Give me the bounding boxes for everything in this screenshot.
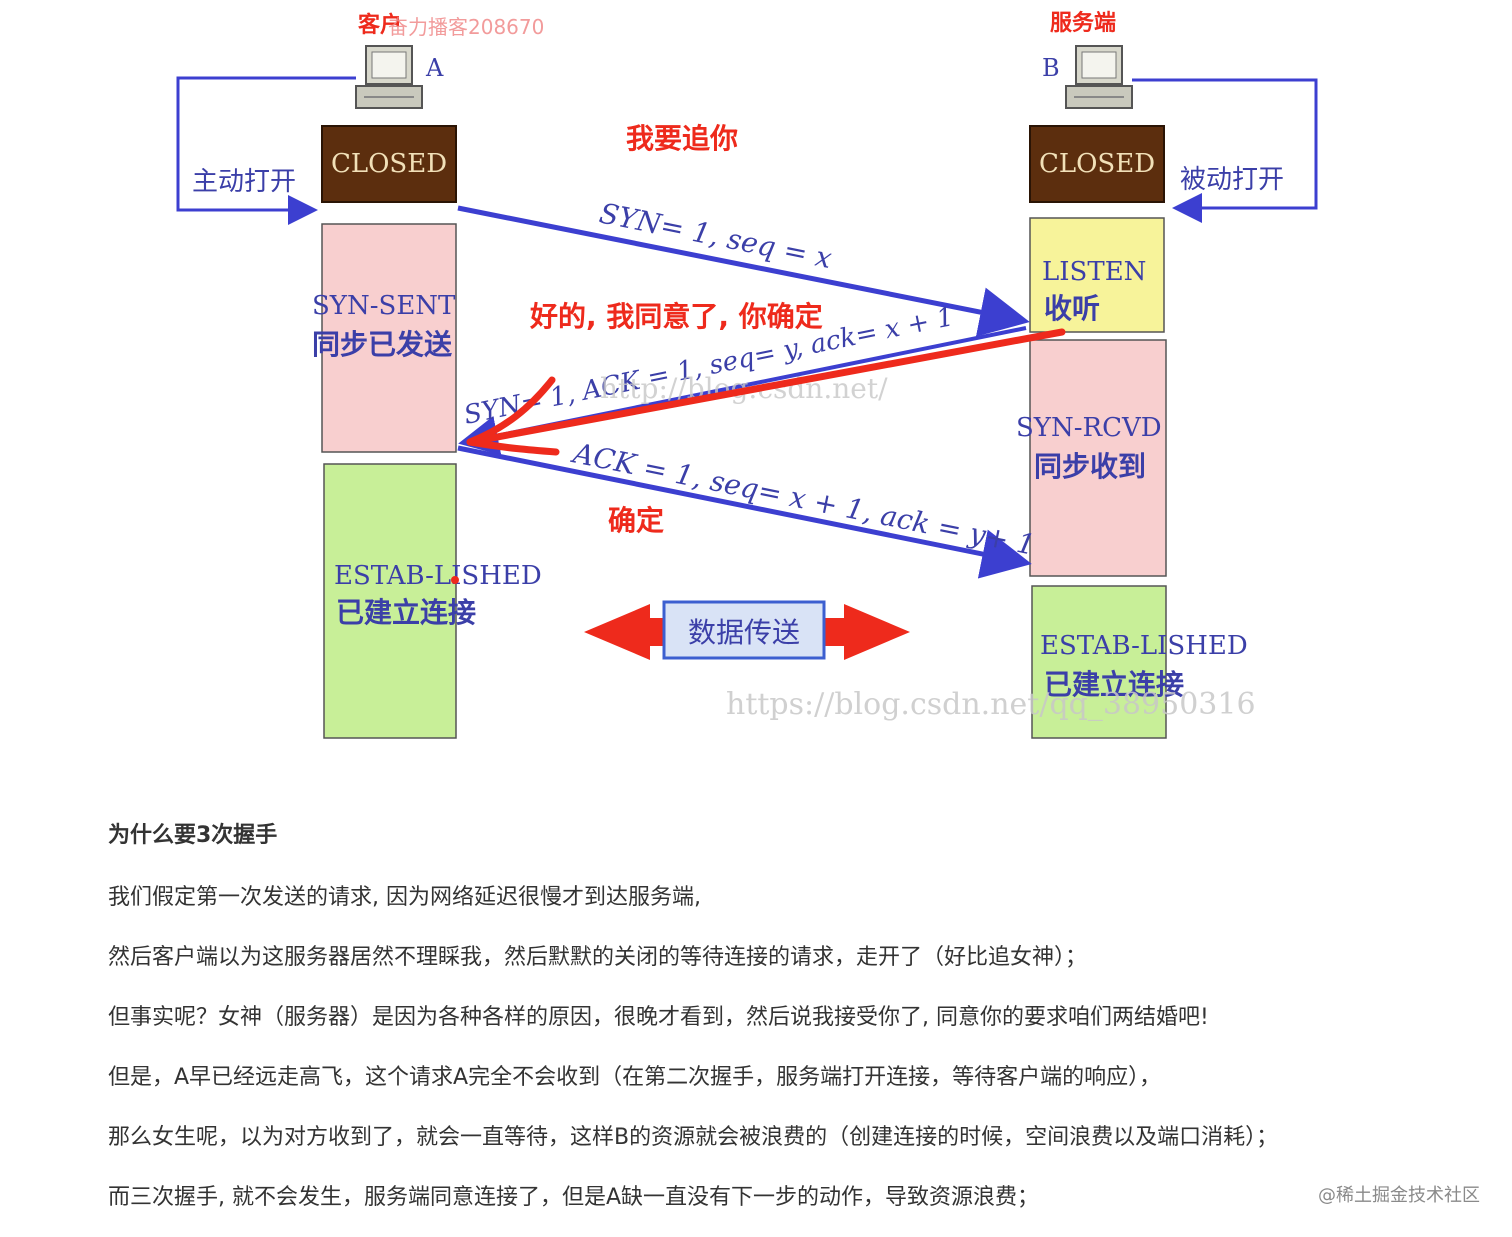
red-annotation-head bbox=[466, 376, 560, 456]
server-syn-rcvd-box bbox=[1029, 339, 1167, 577]
client-closed-box bbox=[321, 125, 457, 203]
data-transfer-right-arrow bbox=[822, 604, 910, 660]
article-paragraph: 那么女生呢，以为对方收到了，就会一直等待，这样B的资源就会被浪费的（创建连接的时… bbox=[108, 1125, 1279, 1150]
watermark-top: 奋力播客208670 bbox=[388, 15, 544, 39]
footer-watermark: @稀土掘金技术社区 bbox=[1318, 1185, 1480, 1206]
active-open-label: 主动打开 bbox=[192, 167, 296, 197]
red-dot-marker bbox=[451, 576, 459, 584]
server-established-en: ESTAB-LISHED bbox=[1040, 631, 1248, 661]
syn-arrow bbox=[457, 205, 1030, 337]
article-paragraph: 但事实呢？女神（服务器）是因为各种各样的原因，很晚才看到，然后说我接受你了, 同… bbox=[108, 1005, 1209, 1030]
server-listen-en: LISTEN bbox=[1042, 257, 1146, 287]
passive-open-arrow bbox=[1132, 78, 1318, 223]
server-closed-text: CLOSED bbox=[1039, 149, 1155, 179]
host-b-label: B bbox=[1042, 54, 1060, 82]
server-listen-zh: 收听 bbox=[1044, 292, 1100, 325]
computer-icon bbox=[1065, 45, 1133, 109]
server-established-zh: 已建立连接 bbox=[1044, 668, 1184, 701]
data-transfer-label: 数据传送 bbox=[688, 616, 800, 649]
client-closed-text: CLOSED bbox=[331, 149, 447, 179]
client-established-zh: 已建立连接 bbox=[336, 596, 476, 629]
article-heading: 为什么要3次握手 bbox=[108, 823, 278, 848]
passive-open-label: 被动打开 bbox=[1180, 165, 1284, 195]
article-paragraph: 但是，A早已经远走高飞，这个请求A完全不会收到（在第二次握手，服务端打开连接，等… bbox=[108, 1065, 1162, 1090]
ack-arrow bbox=[457, 445, 1032, 579]
client-established-box bbox=[323, 463, 457, 739]
host-a-label: A bbox=[425, 54, 444, 82]
server-established-box bbox=[1031, 585, 1167, 739]
watermark-bottom: https://blog.csdn.net/qq_38950316 bbox=[726, 687, 1256, 722]
server-syn-rcvd-zh: 同步收到 bbox=[1034, 450, 1146, 483]
note-agree: 好的, 我同意了, 你确定 bbox=[529, 300, 823, 333]
active-open-arrow bbox=[176, 76, 356, 225]
article-paragraph: 我们假定第一次发送的请求, 因为网络延迟很慢才到达服务端, bbox=[108, 885, 701, 910]
note-confirm: 确定 bbox=[608, 504, 664, 537]
article-paragraph: 然后客户端以为这服务器居然不理睬我，然后默默的关闭的等待连接的请求，走开了（好比… bbox=[108, 945, 1088, 970]
client-label: 客户 bbox=[358, 12, 402, 38]
tcp-handshake-diagram: 客户 奋力播客208670 服务端 A B 主动打开 被动打开 CLOSED S… bbox=[176, 11, 1318, 739]
server-label: 服务端 bbox=[1050, 11, 1116, 36]
article-body: 为什么要3次握手 我们假定第一次发送的请求, 因为网络延迟很慢才到达服务端, 然… bbox=[108, 818, 1448, 1228]
data-transfer-left-arrow bbox=[584, 604, 668, 660]
ack-message-label: ACK = 1, seq= x + 1, ack = y+ 1 bbox=[568, 436, 1038, 562]
server-listen-box bbox=[1029, 217, 1165, 333]
client-syn-sent-box bbox=[321, 223, 457, 453]
client-established-en: ESTAB-LISHED bbox=[334, 561, 542, 591]
syn-message-label: SYN= 1, seq = x bbox=[597, 197, 835, 276]
server-syn-rcvd-en: SYN-RCVD bbox=[1016, 413, 1162, 443]
red-annotation-stroke bbox=[466, 328, 1066, 446]
client-syn-sent-zh: 同步已发送 bbox=[312, 328, 452, 361]
client-syn-sent-en: SYN-SENT bbox=[312, 291, 456, 321]
server-closed-box bbox=[1029, 125, 1165, 203]
note-pursue: 我要追你 bbox=[626, 122, 738, 155]
data-transfer-box bbox=[662, 600, 826, 660]
computer-icon bbox=[355, 45, 423, 109]
article-paragraph: 而三次握手, 就不会发生，服务端同意连接了，但是A缺一直没有下一步的动作，导致资… bbox=[108, 1185, 1040, 1210]
